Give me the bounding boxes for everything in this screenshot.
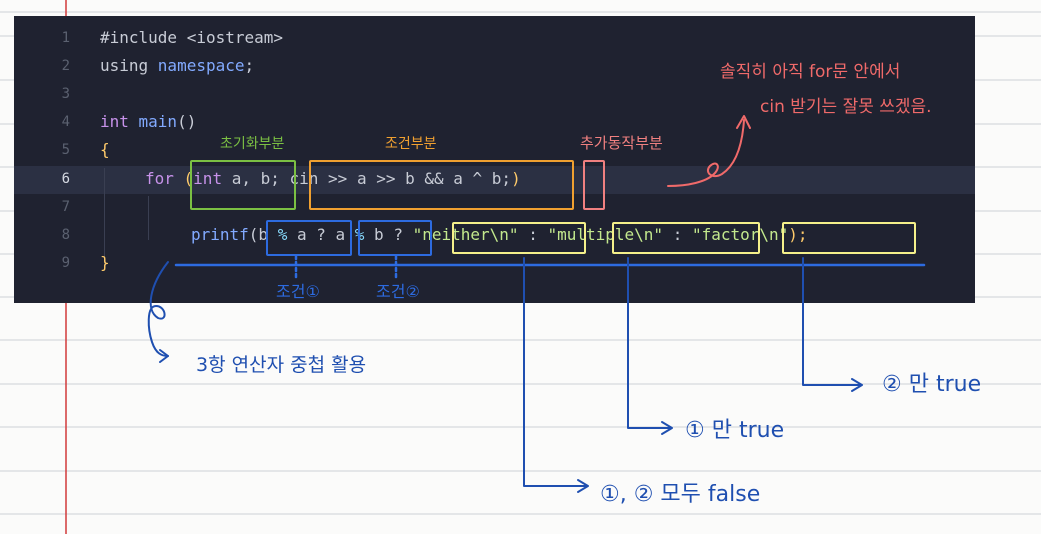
code-line-5: { xyxy=(100,140,110,160)
line-number: 8 xyxy=(61,227,70,243)
indent-guide xyxy=(148,196,149,240)
code-token: "factor\n" xyxy=(691,225,789,244)
cond1-box xyxy=(266,220,352,256)
code-token: ; xyxy=(244,56,255,75)
multiple-arrowhead xyxy=(661,421,673,435)
code-token: int xyxy=(100,112,139,131)
multiple-string-box xyxy=(612,222,760,254)
code-token: : xyxy=(518,225,548,244)
note-line-1: 솔직히 아직 for문 안에서 xyxy=(720,62,901,82)
line-number: 4 xyxy=(61,114,70,130)
code-line-6: for (int a, b; cin >> a >> b && a ^ b;) xyxy=(145,169,521,189)
code-token: int xyxy=(193,169,223,188)
note-line-2: cin 받기는 잘못 쓰겠음. xyxy=(760,97,932,117)
factor-string-box xyxy=(782,222,916,254)
factor-connector xyxy=(802,257,861,386)
code-line-2: using namespace; xyxy=(100,56,254,76)
code-token: a, b; cin >> a >> b && a ^ b; xyxy=(222,169,512,188)
line-number: 5 xyxy=(61,142,70,158)
code-token: a ? a xyxy=(287,225,355,244)
line-number-gutter: 1 2 3 4 5 6 7 8 9 xyxy=(14,16,84,303)
current-line-highlight xyxy=(14,166,975,194)
code-line-4: int main() xyxy=(100,112,196,132)
ternary-arrowhead xyxy=(159,349,169,363)
code-token: ( xyxy=(183,169,194,188)
extra-part-box xyxy=(583,160,605,210)
code-line-8: printf(b % a ? a % b ? "neither\n" : "mu… xyxy=(191,225,808,245)
line-number: 2 xyxy=(61,58,70,74)
cond1-label: 조건① xyxy=(276,282,320,301)
indent-guide xyxy=(104,168,105,264)
code-token: b ? xyxy=(364,225,413,244)
note-arrowhead xyxy=(736,115,751,129)
cond2-label: 조건② xyxy=(376,282,420,301)
code-line-1: #include <iostream> xyxy=(100,28,283,48)
code-token: "multiple\n" xyxy=(547,225,664,244)
code-token: % xyxy=(277,225,288,244)
code-token: } xyxy=(100,253,110,272)
code-token: using xyxy=(100,56,158,75)
code-token: { xyxy=(100,140,110,159)
neither-string-box xyxy=(452,222,586,254)
code-token: main xyxy=(138,112,178,131)
code-line-9: } xyxy=(100,253,110,273)
code-token: () xyxy=(177,112,197,131)
code-token: ) xyxy=(511,169,521,188)
code-token: namespace xyxy=(157,56,245,75)
init-part-box xyxy=(190,160,296,210)
code-token: (b xyxy=(248,225,278,244)
only2-true-label: ② 만 true xyxy=(882,372,982,397)
only1-true-label: ① 만 true xyxy=(685,418,785,443)
line-number: 7 xyxy=(61,199,70,215)
init-part-label: 초기화부분 xyxy=(220,136,285,152)
cond-part-box xyxy=(309,160,574,210)
neither-arrowhead xyxy=(577,479,589,493)
extra-part-label: 추가동작부분 xyxy=(580,134,663,152)
line-number: 3 xyxy=(61,86,70,102)
code-token: : xyxy=(663,225,692,244)
both-false-label: ①, ② 모두 false xyxy=(600,482,761,507)
cond2-box xyxy=(358,220,432,256)
neither-connector xyxy=(523,257,587,487)
ternary-note: 3항 연산자 중첩 활용 xyxy=(196,354,367,376)
line-number-active: 6 xyxy=(61,171,70,187)
code-token: for xyxy=(145,169,184,188)
code-token: #include <iostream> xyxy=(100,28,284,47)
line-number: 1 xyxy=(61,30,70,46)
note-arrow xyxy=(667,119,745,187)
multiple-connector xyxy=(627,257,671,429)
factor-arrowhead xyxy=(851,378,863,392)
cond-part-label: 조건부분 xyxy=(385,136,437,152)
ternary-arrow xyxy=(147,261,169,357)
line-number: 9 xyxy=(61,255,70,271)
code-token: ); xyxy=(788,225,808,244)
code-editor: 1 2 3 4 5 6 7 8 9 #include <iostream> us… xyxy=(14,16,975,303)
code-token: printf xyxy=(191,225,249,244)
code-token: "neither\n" xyxy=(412,225,519,244)
